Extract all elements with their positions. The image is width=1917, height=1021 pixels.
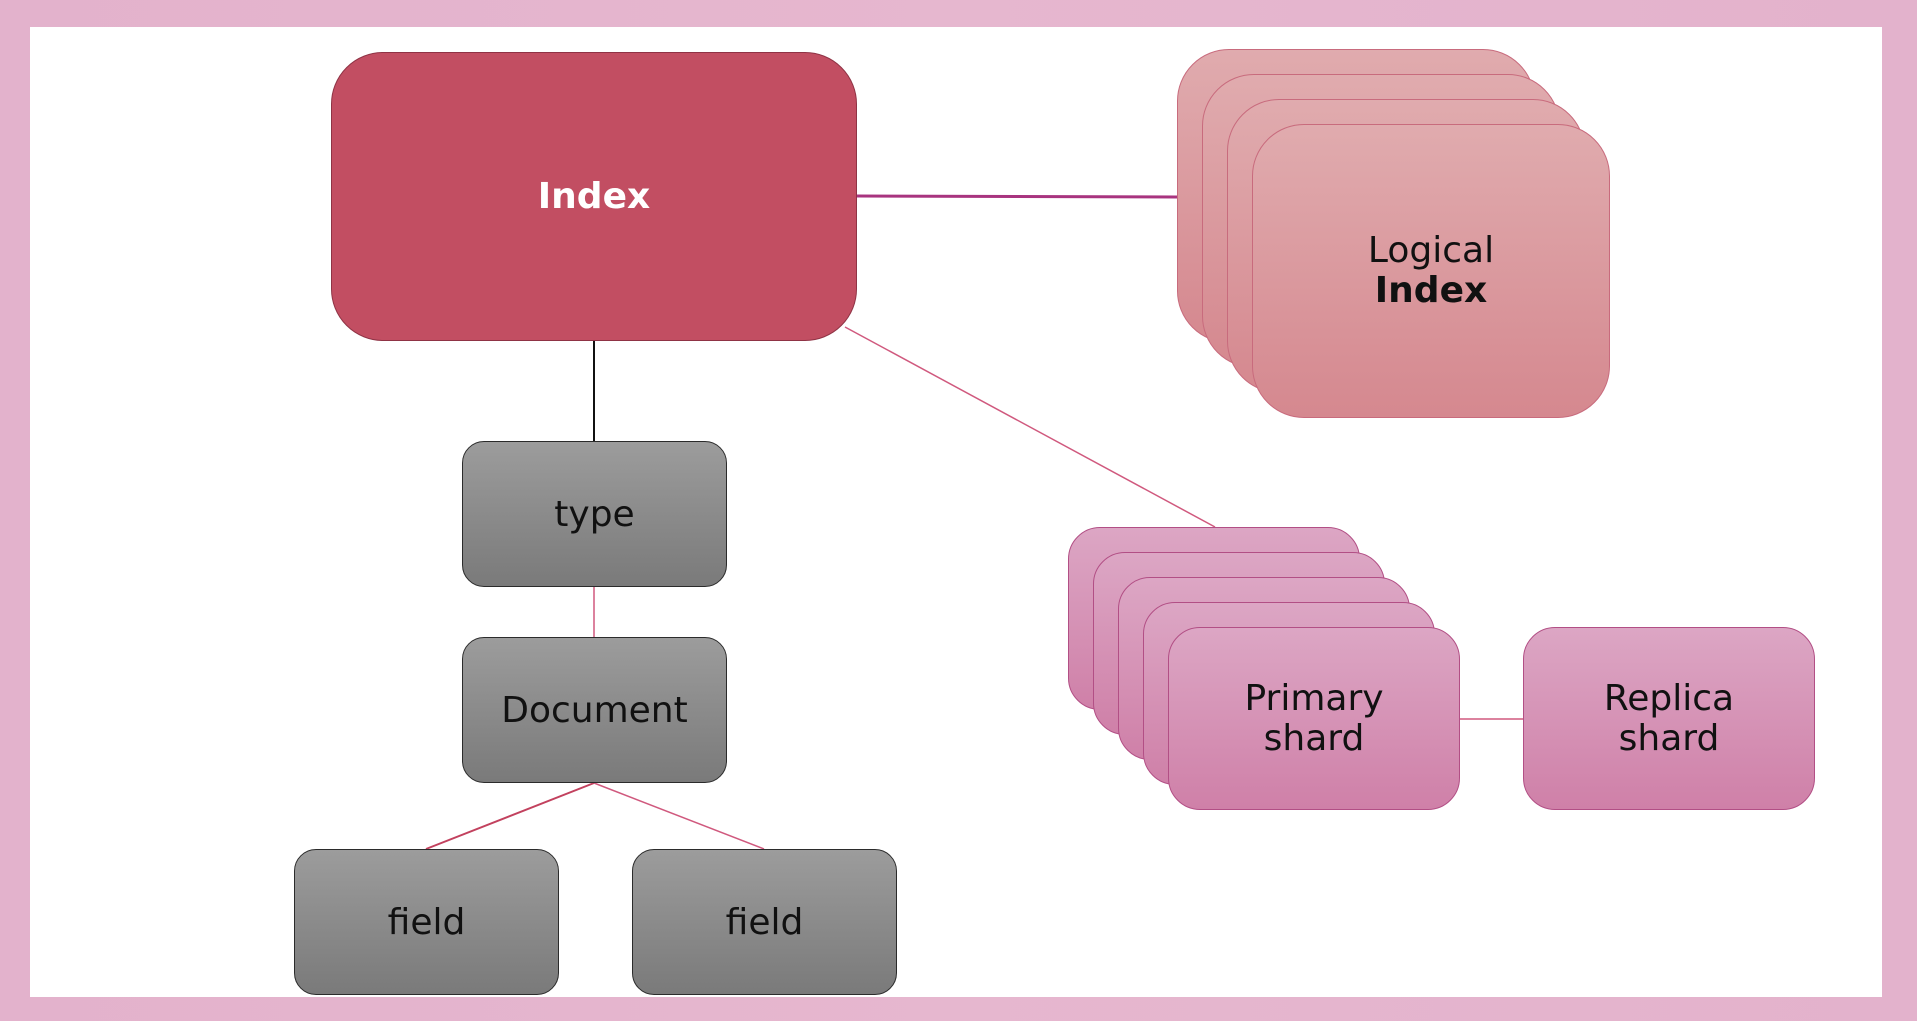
diagram-canvas: Index type Document field field Logical … bbox=[30, 27, 1882, 997]
field-node-2: field bbox=[632, 849, 897, 995]
primary-shard-line-1: Primary bbox=[1244, 677, 1384, 719]
field-label-2: field bbox=[725, 901, 804, 943]
connectors bbox=[425, 194, 1523, 850]
connector-index-logical bbox=[856, 194, 1178, 199]
replica-shard-line-2: shard bbox=[1618, 717, 1720, 759]
logical-index-node: Logical Index bbox=[1252, 124, 1610, 418]
connector-document-field-2 bbox=[593, 782, 765, 850]
index-label: Index bbox=[537, 176, 651, 217]
connector-index-shards bbox=[844, 326, 1216, 528]
primary-shard-line-2: shard bbox=[1263, 717, 1365, 759]
index-node: Index bbox=[331, 52, 857, 341]
document-label: Document bbox=[501, 689, 688, 731]
replica-shard-node: Replica shard bbox=[1523, 627, 1815, 810]
field-label-1: field bbox=[387, 901, 466, 943]
logical-index-line-2: Index bbox=[1374, 270, 1488, 311]
field-node-1: field bbox=[294, 849, 559, 995]
type-label: type bbox=[554, 493, 635, 535]
connector-document-field-1 bbox=[425, 782, 595, 850]
logical-index-line-1: Logical bbox=[1367, 230, 1495, 272]
replica-shard-line-1: Replica bbox=[1603, 677, 1735, 719]
type-node: type bbox=[462, 441, 727, 587]
document-node: Document bbox=[462, 637, 727, 783]
primary-shard-node: Primary shard bbox=[1168, 627, 1460, 810]
